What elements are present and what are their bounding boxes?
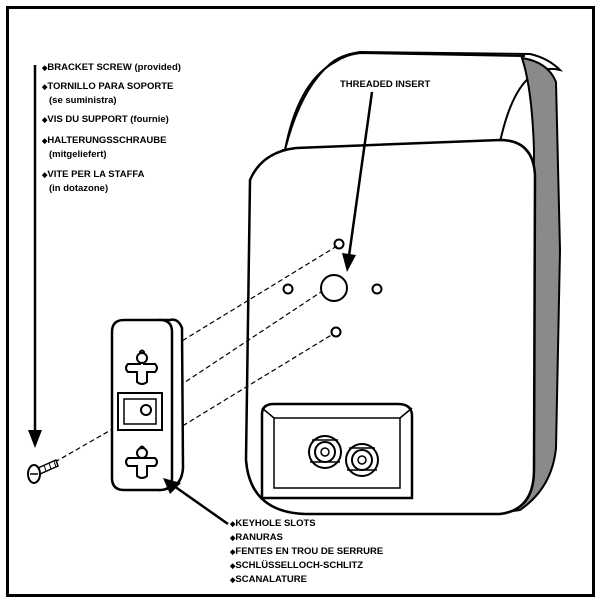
label-screw-de: HALTERUNGSSCHRAUBE [47,135,166,146]
keyhole-slot-top [125,349,158,385]
label-screw-it: VITE PER LA STAFFA [47,169,144,180]
bullet-icon: ◆ [229,549,236,556]
wall-bracket [110,318,185,492]
svg-text:◆VITE PER LA STAFFA: ◆VITE PER LA STAFFA [41,169,145,180]
svg-text:◆VIS DU SUPPORT (fournie): ◆VIS DU SUPPORT (fournie) [41,114,169,125]
mounting-hole-left [282,283,294,295]
label-screw-es: TORNILLO PARA SOPORTE [47,81,173,92]
speaker-cabinet [244,50,564,516]
bracket-screw [27,458,59,484]
alignment-line-bottom [134,333,334,456]
label-keyhole-de: SCHLÜSSELLOCH-SCHLITZ [235,560,363,571]
mounting-hole-right [371,283,383,295]
label-screw-en: BRACKET SCREW (provided) [47,62,181,73]
svg-text:◆FENTES EN TROU DE SERRURE: ◆FENTES EN TROU DE SERRURE [229,546,383,557]
keyhole-labels: ◆KEYHOLE SLOTS ◆RANURAS ◆FENTES EN TROU … [229,518,383,585]
label-keyhole-it: SCANALATURE [235,574,307,585]
svg-text:◆TORNILLO PARA SOPORTE: ◆TORNILLO PARA SOPORTE [41,81,173,92]
bullet-icon: ◆ [41,84,48,91]
label-screw-it-note: (in dotazone) [49,183,108,194]
label-keyhole-fr: FENTES EN TROU DE SERRURE [235,546,383,557]
svg-text:◆KEYHOLE SLOTS: ◆KEYHOLE SLOTS [229,518,316,529]
label-keyhole-es: RANURAS [235,532,283,543]
bullet-icon: ◆ [229,521,236,528]
threaded-insert-hole [320,274,348,302]
bullet-icon: ◆ [229,577,236,584]
binding-post-left [308,435,342,469]
label-screw-fr: VIS DU SUPPORT (fournie) [47,114,168,125]
label-screw-es-note: (se suministra) [49,95,117,106]
bullet-icon: ◆ [229,563,236,570]
arrow-threaded-insert [342,91,374,272]
bullet-icon: ◆ [229,535,236,542]
svg-text:◆BRACKET SCREW (provided): ◆BRACKET SCREW (provided) [41,62,181,73]
bullet-icon: ◆ [41,172,48,179]
svg-text:◆RANURAS: ◆RANURAS [229,532,283,543]
bullet-icon: ◆ [41,117,48,124]
svg-text:◆HALTERUNGSSCHRAUBE: ◆HALTERUNGSSCHRAUBE [41,135,167,146]
arrow-screw [28,65,42,448]
speaker-top-edge [284,51,526,151]
bullet-icon: ◆ [41,65,48,72]
bracket-center-hole [140,404,152,416]
mounting-hole-bottom [330,326,342,338]
arrow-keyhole [163,478,229,526]
svg-text:◆SCHLÜSSELLOCH-SCHLITZ: ◆SCHLÜSSELLOCH-SCHLITZ [229,560,363,571]
binding-post-right [345,443,379,477]
label-keyhole-en: KEYHOLE SLOTS [235,518,315,529]
screw-labels: ◆BRACKET SCREW (provided) ◆TORNILLO PARA… [41,62,181,194]
svg-text:◆SCANALATURE: ◆SCANALATURE [229,574,307,585]
bullet-icon: ◆ [41,138,48,145]
label-threaded-insert: THREADED INSERT [340,79,430,90]
label-screw-de-note: (mitgeliefert) [49,149,107,160]
